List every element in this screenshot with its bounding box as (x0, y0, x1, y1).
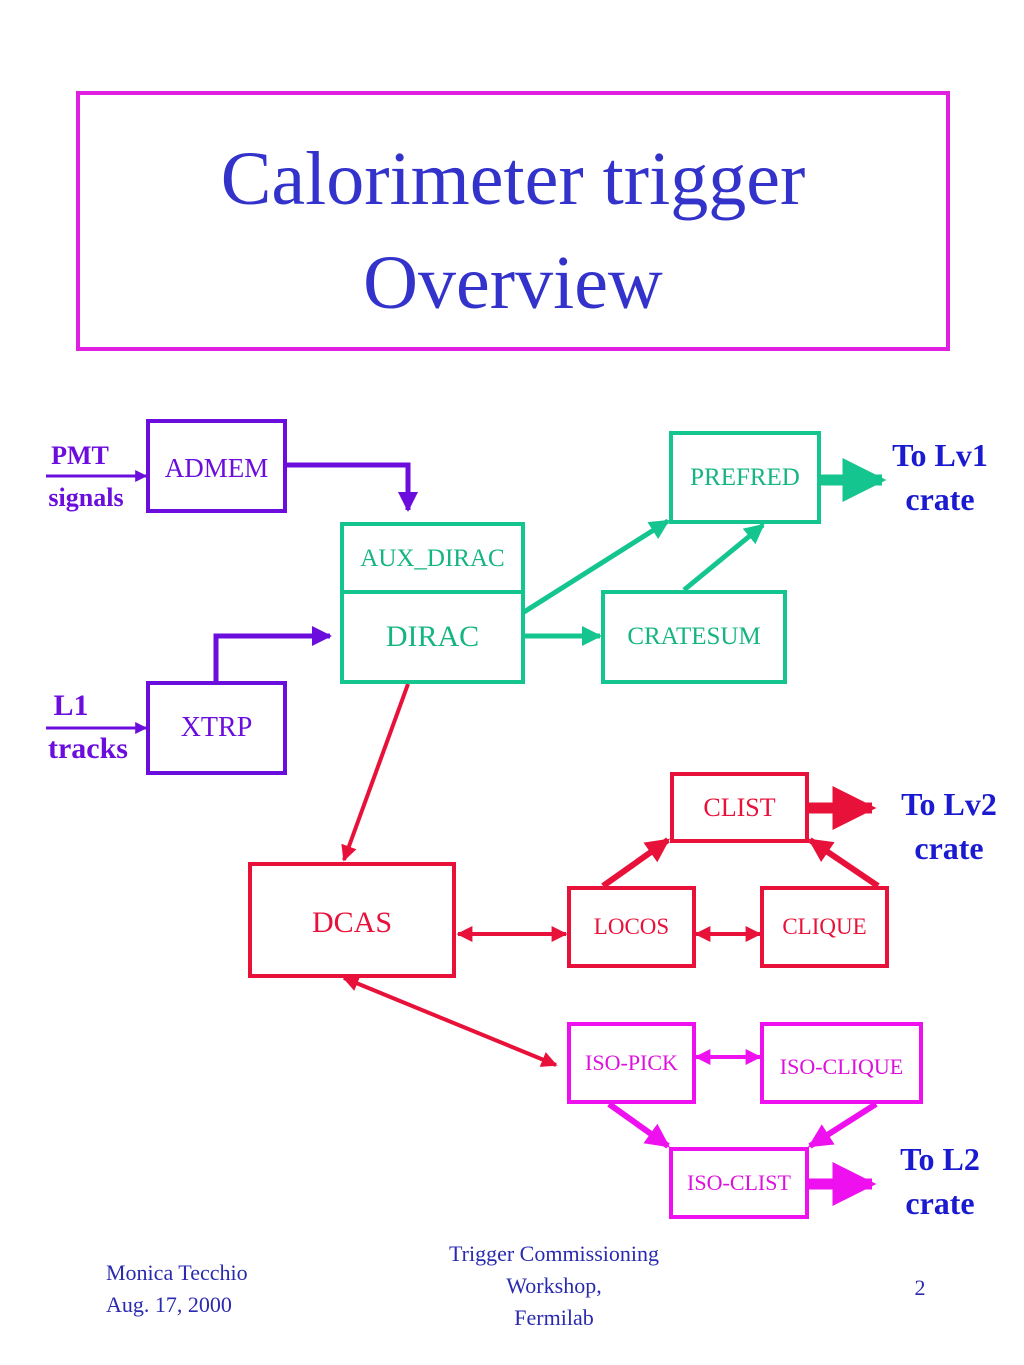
footer-event-block: Trigger Commissioning Workshop, Fermilab (404, 1238, 704, 1334)
to-lv2-label: To Lv2 (901, 786, 997, 822)
cratesum-box: CRATESUM (601, 590, 787, 684)
isoclique-to-isoclist-arrow (807, 1101, 878, 1149)
isopick-to-isoclist-arrow (607, 1101, 670, 1149)
admem-to-dirac-arrow (286, 462, 418, 512)
dirac-to-prefred-arrow (522, 518, 670, 615)
footer-event-line1: Trigger Commissioning (448, 1241, 660, 1266)
locos-to-clist-arrow (601, 837, 670, 889)
dirac-box: DIRAC (340, 590, 525, 684)
pmt-label: PMT (51, 441, 109, 470)
prefred-box: PREFRED (669, 431, 821, 524)
dcas-isopick-arrow (342, 976, 558, 1067)
slide-title-line2: Overview (363, 241, 663, 325)
footer-event-line2: Workshop, (506, 1272, 602, 1298)
iso-pick-box: ISO-PICK (567, 1022, 696, 1104)
iso-clique-box: ISO-CLIQUE (760, 1022, 923, 1104)
footer-author-block: Monica Tecchio Aug. 17, 2000 (106, 1257, 248, 1321)
admem-box: ADMEM (146, 419, 287, 513)
locos-box: LOCOS (567, 886, 696, 968)
footer-author: Monica Tecchio (106, 1260, 248, 1285)
to-lv1-crate-label: crate (905, 481, 975, 517)
clist-box: CLIST (670, 772, 809, 843)
tracks-label: tracks (48, 732, 128, 765)
page-number: 2 (914, 1275, 926, 1300)
footer-date: Aug. 17, 2000 (106, 1291, 232, 1317)
to-lv1-label: To Lv1 (892, 437, 988, 473)
footer-event-line3: Fermilab (514, 1304, 594, 1330)
cratesum-to-prefred-arrow (682, 523, 765, 592)
clique-to-clist-arrow (808, 837, 880, 889)
signals-label: signals (48, 483, 124, 512)
xtrp-box: XTRP (146, 681, 287, 775)
dirac-to-dcas-arrow (341, 683, 410, 862)
xtrp-to-dirac-arrow (213, 626, 332, 682)
clique-box: CLIQUE (760, 886, 889, 968)
to-l2-crate-label: crate (905, 1185, 975, 1221)
dcas-box: DCAS (248, 862, 456, 978)
to-l2-label: To L2 (900, 1141, 980, 1177)
slide-title-line1: Calorimeter trigger (220, 137, 806, 221)
l1-label: L1 (53, 689, 89, 722)
iso-clist-box: ISO-CLIST (669, 1147, 809, 1219)
to-lv2-crate-label: crate (914, 830, 984, 866)
title-box: Calorimeter trigger Overview (76, 91, 950, 351)
aux-dirac-box: AUX_DIRAC (340, 522, 525, 596)
